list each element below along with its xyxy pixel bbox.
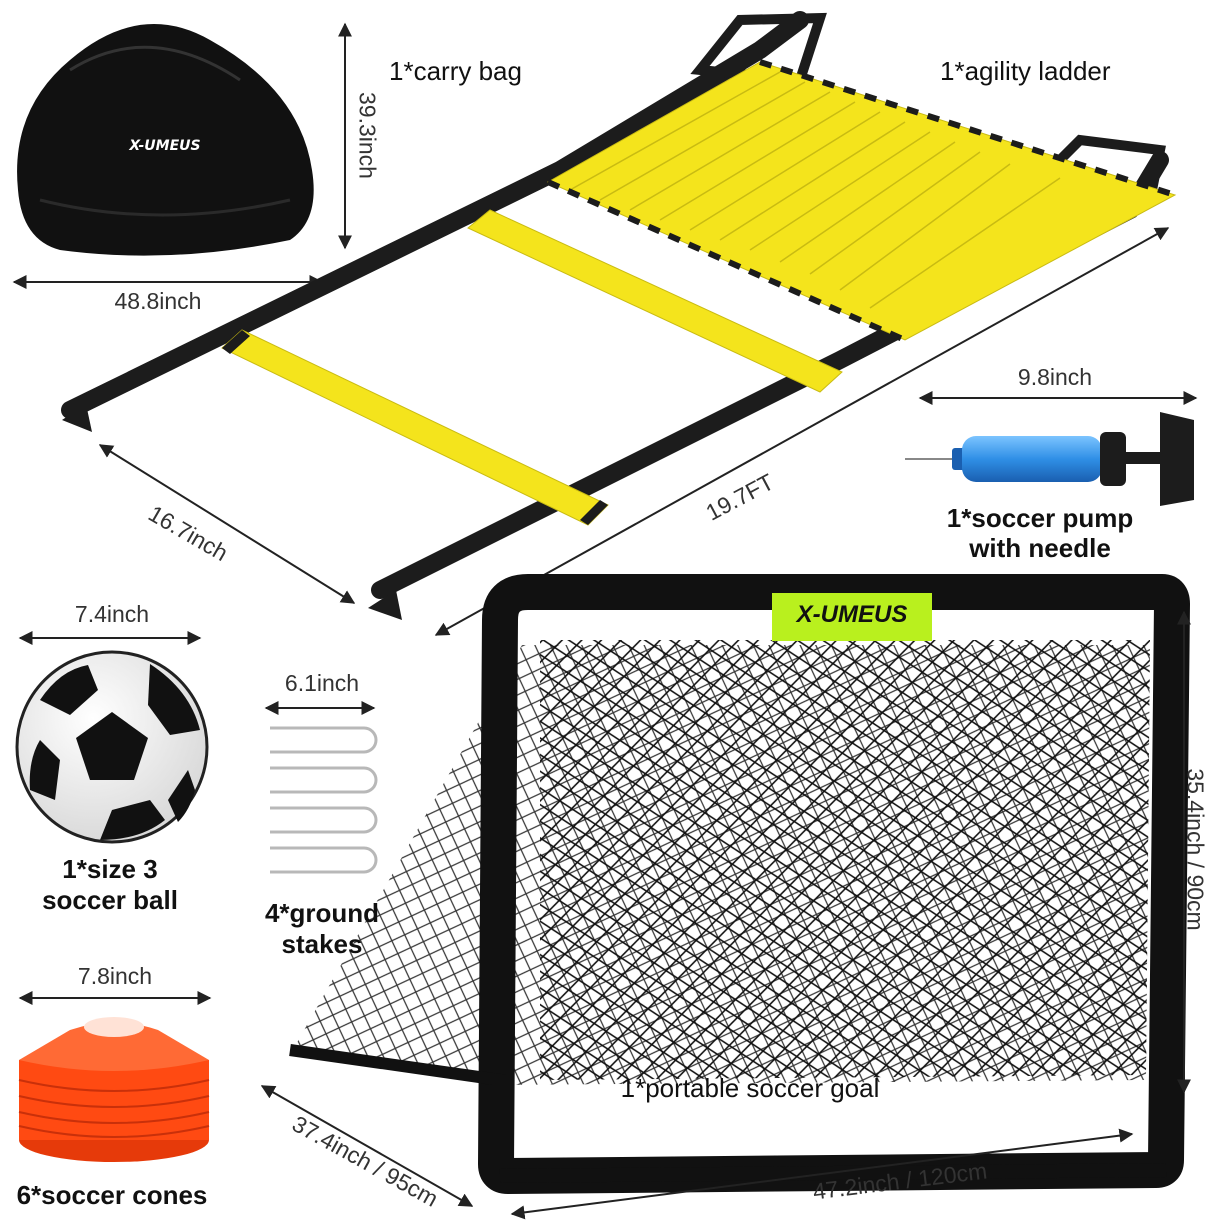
ball-diameter-label: 7.4inch bbox=[74, 601, 150, 627]
goal-height-label: 35.4inch / 90cm bbox=[1182, 768, 1209, 931]
stakes-name-line1: 4*ground bbox=[264, 898, 380, 928]
stakes-length-label: 6.1inch bbox=[284, 670, 360, 696]
goal-name: 1*portable soccer goal bbox=[620, 1073, 880, 1103]
stakes-name-line2: stakes bbox=[281, 929, 363, 959]
bag-height-label: 39.3inch bbox=[354, 92, 381, 179]
soccer-ball-illustration bbox=[15, 650, 209, 844]
ball-name-line1: 1*size 3 bbox=[62, 854, 158, 884]
pump-name-line1: 1*soccer pump bbox=[946, 503, 1134, 533]
bag-name: 1*carry bag bbox=[389, 56, 522, 86]
goal-brand-banner bbox=[772, 593, 932, 641]
ladder-width-dimension-arrow bbox=[98, 444, 356, 604]
goal-depth-dimension-arrow bbox=[260, 1085, 474, 1207]
cones-diameter-label: 7.8inch bbox=[77, 963, 153, 989]
pump-length-label: 9.8inch bbox=[1017, 364, 1093, 390]
ladder-rung bbox=[221, 329, 609, 526]
soccer-pump-illustration bbox=[905, 412, 1194, 506]
ball-name-line2: soccer ball bbox=[42, 885, 178, 915]
bag-logo: X-UMEUS bbox=[128, 138, 200, 154]
svg-text:X-UMEUS: X-UMEUS bbox=[128, 138, 200, 154]
cones-name: 6*soccer cones bbox=[16, 1180, 208, 1210]
ladder-length-dimension-arrow bbox=[434, 227, 1170, 636]
ladder-name: 1*agility ladder bbox=[940, 56, 1111, 86]
goal-brand-text: X-UMEUS bbox=[796, 601, 908, 628]
pump-name-line2: with needle bbox=[969, 533, 1111, 563]
goal-width-dimension-arrow bbox=[510, 1128, 1134, 1220]
soccer-cones-illustration bbox=[18, 1017, 210, 1162]
bag-width-label: 48.8inch bbox=[114, 288, 202, 314]
carry-bag-illustration: X-UMEUS bbox=[17, 24, 314, 256]
ground-stakes-illustration bbox=[270, 726, 378, 874]
